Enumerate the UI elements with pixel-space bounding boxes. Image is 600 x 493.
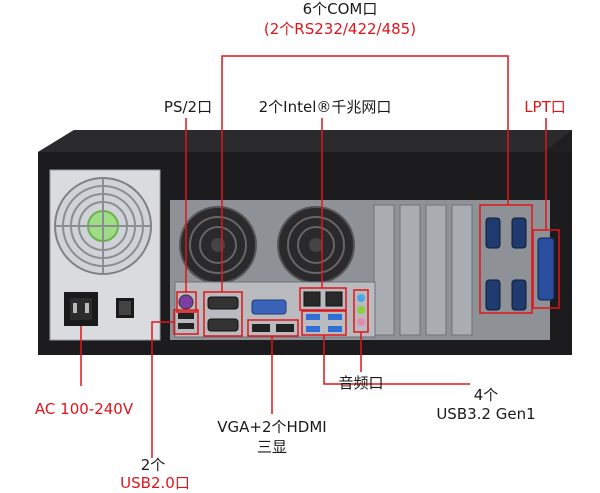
fan-grille-icon [54, 177, 152, 275]
video-highlight [247, 319, 299, 337]
ps2-port-icon [178, 294, 194, 310]
db25-port-icon [537, 237, 555, 301]
usb-port-icon [306, 314, 320, 320]
usb20-label-line2: USB2.0口 [120, 474, 190, 492]
psu [49, 169, 161, 341]
ac-label: AC 100-240V [34, 400, 134, 418]
lpt-label: LPT口 [524, 98, 566, 116]
db9-port-icon [485, 217, 501, 249]
usb-port-icon [328, 326, 342, 332]
fan-grille-icon [277, 206, 355, 284]
com-label-line1: 6个COM口 [302, 0, 378, 18]
usb-port-icon [178, 313, 194, 319]
expansion-slots [373, 204, 473, 336]
vga-port-icon [251, 299, 287, 315]
video-label-line1: VGA+2个HDMI [217, 418, 327, 436]
usb32-label-line1: 4个 [473, 386, 499, 404]
lan-label: 2个Intel®千兆网口 [258, 98, 392, 116]
com-leader [221, 55, 509, 292]
usb20-label-line1: 2个 [140, 456, 166, 474]
hdmi-port-icon [276, 324, 294, 332]
com-board-highlight [203, 291, 243, 337]
usb32-leader [323, 335, 470, 385]
usb-port-icon [178, 323, 194, 329]
db9-port-icon [511, 217, 527, 249]
ac-inlet-icon [64, 292, 98, 326]
audio-jack-icon [357, 318, 365, 326]
leader-lines [80, 55, 547, 458]
hdmi-port-icon [252, 324, 270, 332]
db9-port-icon [485, 279, 501, 311]
db9-port-icon [511, 279, 527, 311]
usb20-leader [151, 321, 174, 458]
lan-highlight [299, 287, 347, 311]
power-switch-icon[interactable] [116, 298, 134, 318]
com-card-highlight [479, 204, 533, 314]
db9-port-icon [207, 296, 239, 310]
audio-jack-icon [357, 306, 365, 314]
audio-label: 音频口 [338, 374, 384, 392]
ports [178, 217, 555, 332]
video-label-line2: 三显 [256, 438, 287, 456]
usb-port-icon [328, 314, 342, 320]
rj45-port-icon [325, 291, 343, 307]
audio-jack-icon [357, 294, 365, 302]
ps2-label: PS/2口 [163, 98, 213, 116]
rj45-port-icon [303, 291, 321, 307]
fan-grille-icon [179, 206, 257, 284]
com-label-line2: (2个RS232/422/485) [263, 20, 417, 38]
db9-port-icon [207, 318, 239, 332]
usb32-label-line2: USB3.2 Gen1 [436, 405, 536, 423]
usb-port-icon [306, 326, 320, 332]
highlight-boxes [173, 204, 560, 337]
